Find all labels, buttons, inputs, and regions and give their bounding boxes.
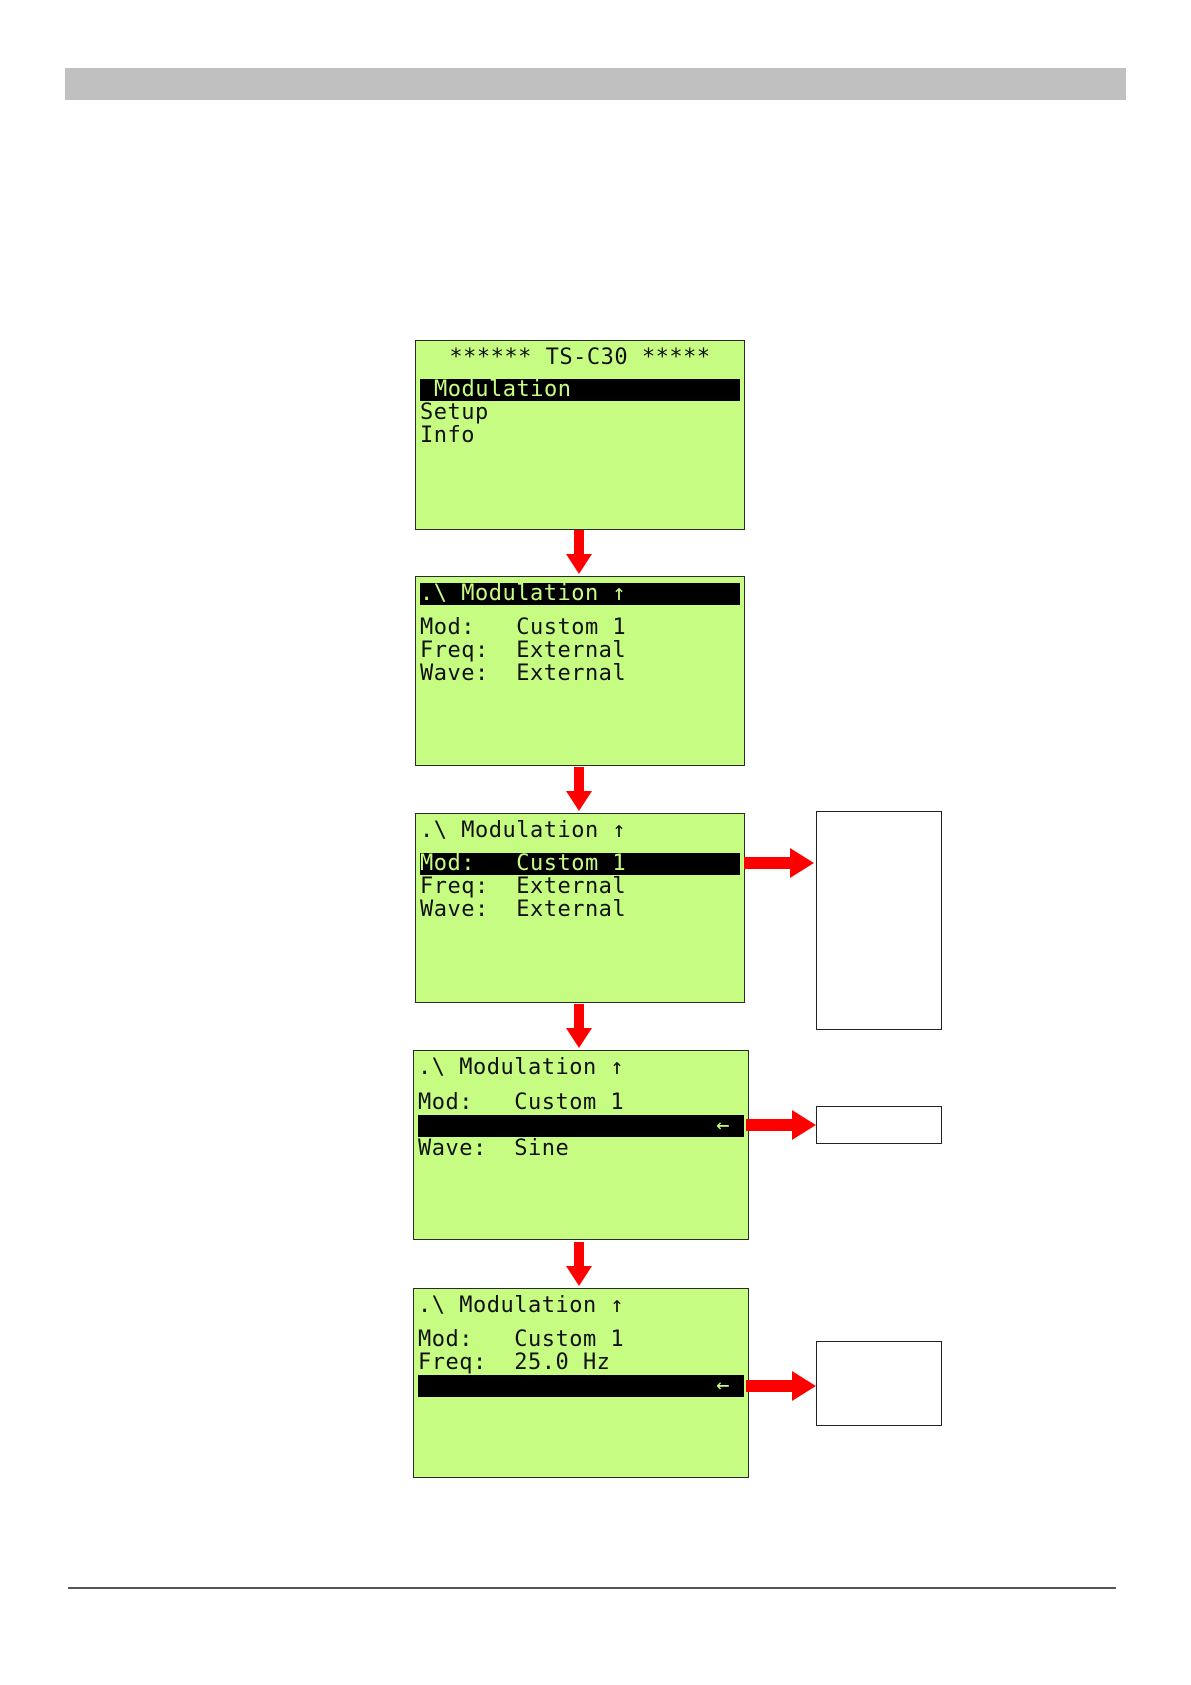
- lcd-header-modulation: .\ Modulation ↑: [420, 818, 627, 843]
- row-wave: Wave: Sine: [418, 1136, 570, 1161]
- menu-item-modulation[interactable]: Modulation: [420, 379, 740, 401]
- row-wave-selected[interactable]: Wave: Sine ←: [418, 1373, 744, 1419]
- lcd-screen-freq-selected: .\ Modulation ↑ Mod: Custom 1 Freq: 25.0…: [413, 1050, 749, 1240]
- row-mod: Mod: Custom 1: [418, 1090, 625, 1115]
- row-freq: Freq: External: [420, 874, 627, 899]
- arrow-right-icon: [746, 1371, 816, 1401]
- row-freq: Freq: 25.0 Hz: [418, 1350, 611, 1375]
- lcd-title: ****** TS-C30 *****: [449, 345, 711, 370]
- arrow-down-icon: [566, 530, 592, 574]
- lcd-header-modulation: .\ Modulation ↑: [418, 1055, 625, 1080]
- lcd-screen-main-menu: ****** TS-C30 ***** Modulation Setup Inf…: [415, 340, 745, 530]
- freq-value-box: [816, 1106, 942, 1144]
- lcd-screen-modulation: .\ Modulation ↑ Mod: Custom 1 Freq: Exte…: [415, 576, 745, 766]
- menu-item-setup[interactable]: Setup: [420, 400, 489, 425]
- row-mod: Mod: Custom 1: [420, 615, 627, 640]
- row-wave: Wave: External: [420, 661, 627, 686]
- lcd-screen-mod-selected: .\ Modulation ↑ Mod: Custom 1 Freq: Exte…: [415, 813, 745, 1003]
- footer-rule: [68, 1587, 1116, 1589]
- row-freq-selected[interactable]: Freq: 25.0 Hz ←: [418, 1113, 744, 1159]
- header-bar: [65, 68, 1126, 100]
- row-mod-selected[interactable]: Mod: Custom 1: [420, 853, 740, 875]
- arrow-down-icon: [566, 1004, 592, 1048]
- row-mod: Mod: Custom 1: [418, 1327, 625, 1352]
- arrow-down-icon: [566, 767, 592, 811]
- lcd-screen-wave-selected: .\ Modulation ↑ Mod: Custom 1 Freq: 25.0…: [413, 1288, 749, 1478]
- row-wave-text: Wave: Sine: [486, 1395, 639, 1420]
- left-arrow-icon: ←: [716, 1373, 730, 1398]
- row-freq-text: Freq: 25.0 Hz: [486, 1135, 680, 1160]
- arrow-right-icon: [744, 848, 814, 878]
- arrow-down-icon: [566, 1242, 592, 1286]
- lcd-header-modulation: .\ Modulation ↑: [418, 1293, 625, 1318]
- row-freq: Freq: External: [420, 638, 627, 663]
- mod-options-box: [816, 811, 942, 1030]
- menu-item-info[interactable]: Info: [420, 423, 475, 448]
- row-wave: Wave: External: [420, 897, 627, 922]
- wave-options-box: [816, 1341, 942, 1426]
- arrow-right-icon: [746, 1110, 816, 1140]
- left-arrow-icon: ←: [716, 1113, 730, 1138]
- lcd-header-modulation: .\ Modulation ↑: [420, 583, 740, 605]
